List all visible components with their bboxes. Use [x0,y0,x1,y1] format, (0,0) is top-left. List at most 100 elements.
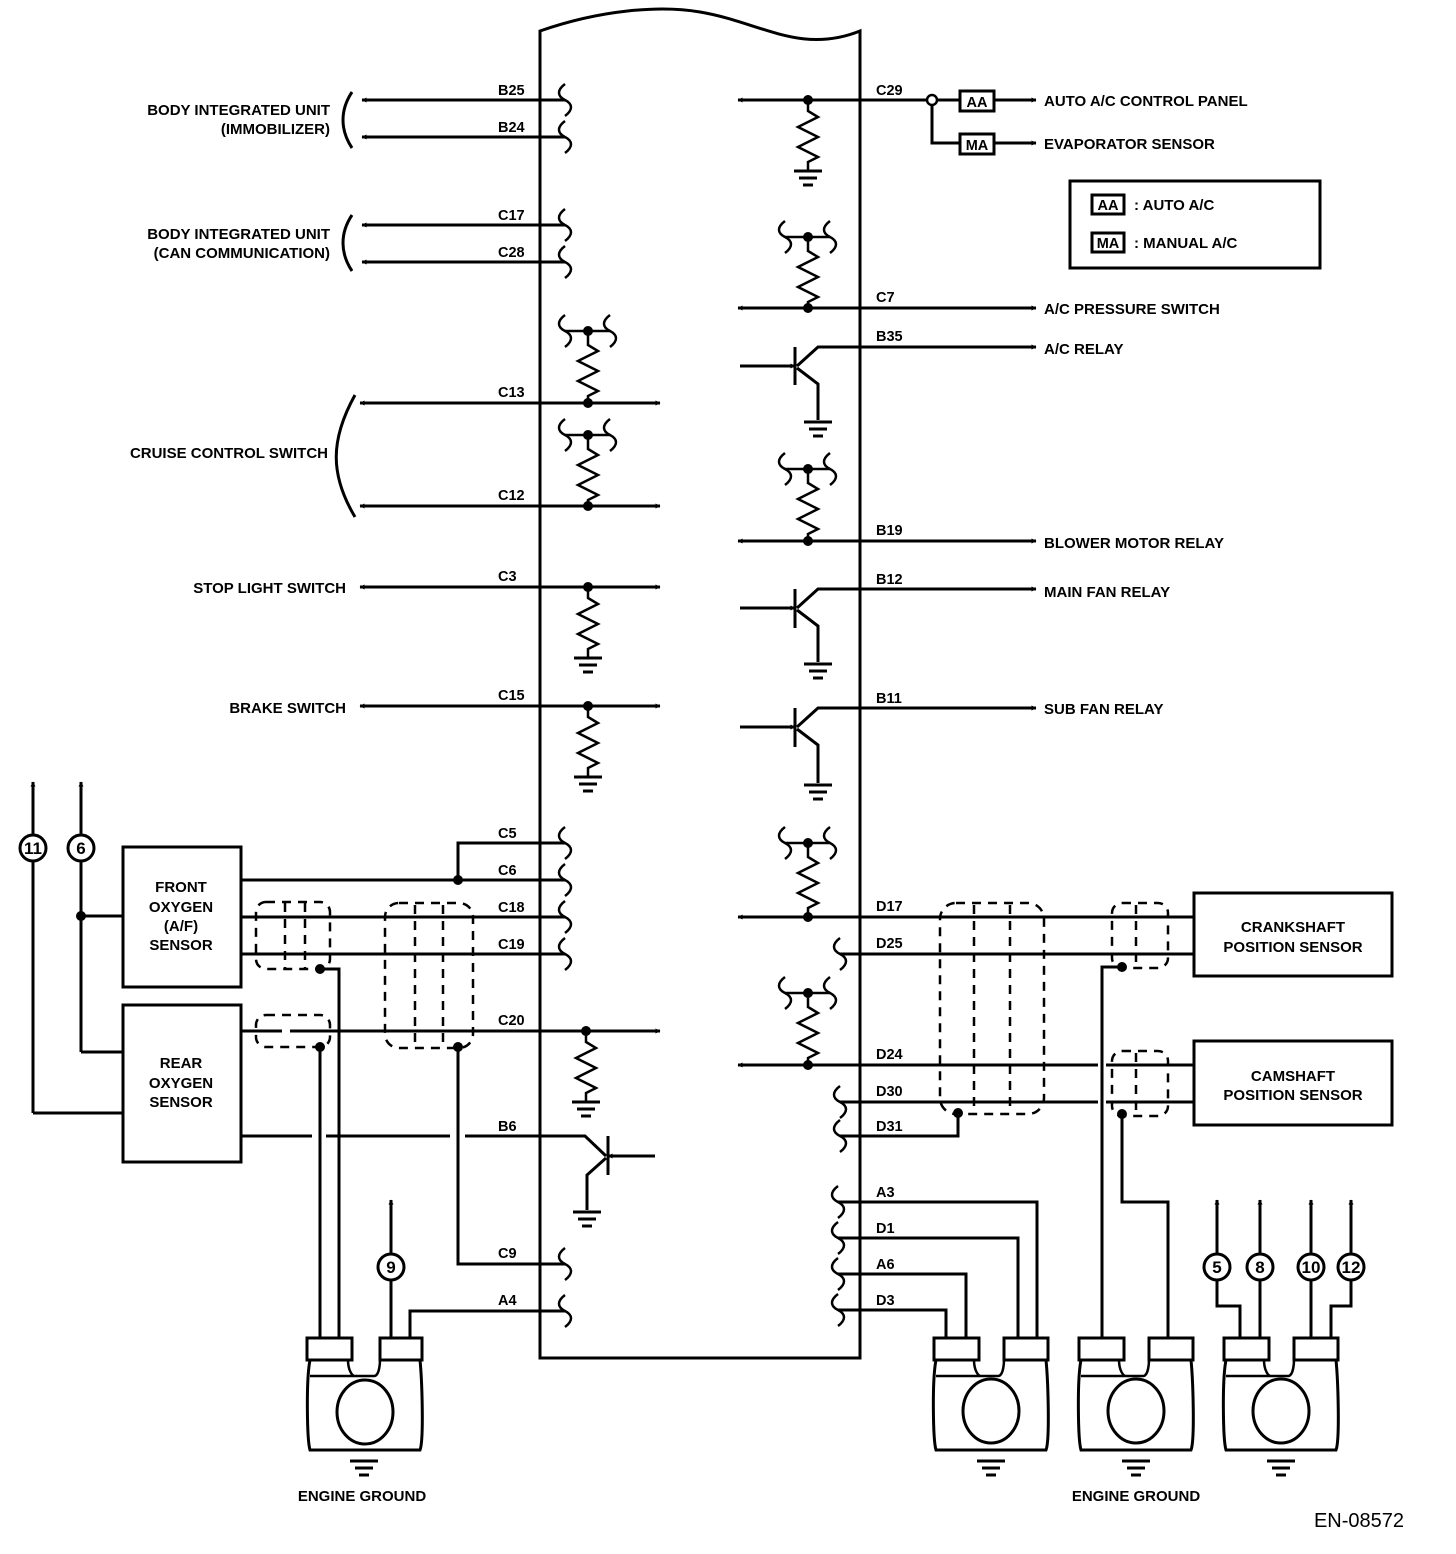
svg-text:POSITION SENSOR: POSITION SENSOR [1223,939,1362,956]
svg-text:C9: C9 [498,1246,517,1262]
resistor-icon [795,469,821,541]
svg-text:EVAPORATOR SENSOR: EVAPORATOR SENSOR [1044,136,1215,153]
label: BRAKE SWITCH [229,700,346,717]
svg-text:B6: B6 [498,1119,517,1135]
pin-label: C28 [498,245,525,261]
svg-text:REAR: REAR [160,1055,203,1072]
ref-11: 11 [18,781,123,1115]
body-integrated-unit-immobilizer: BODY INTEGRATED UNIT (IMMOBILIZER) B25 B… [147,82,573,155]
ground-icon [802,783,834,801]
svg-text:FRONT: FRONT [155,879,207,896]
svg-text:A/C RELAY: A/C RELAY [1044,341,1123,358]
blower-motor-relay-circuit: B19 BLOWER MOTOR RELAY [737,451,1224,552]
svg-text:12: 12 [1342,1258,1361,1277]
svg-text:8: 8 [1255,1258,1264,1277]
resistor-icon [557,313,618,408]
engine-ground-right: ENGINE GROUND [931,1336,1340,1505]
svg-text:MA: MA [1097,236,1120,252]
svg-text:POSITION SENSOR: POSITION SENSOR [1223,1087,1362,1104]
svg-text:5: 5 [1212,1258,1221,1277]
svg-text:C20: C20 [498,1013,525,1029]
transistor-icon [571,1136,655,1228]
refs-right: 5 8 10 12 [1202,1199,1366,1345]
front-oxygen-sensor: FRONT OXYGEN (A/F) SENSOR [121,845,243,989]
svg-text:ENGINE GROUND: ENGINE GROUND [298,1488,427,1505]
pin-label: C3 [498,569,517,585]
svg-text:OXYGEN: OXYGEN [149,1075,213,1092]
svg-text:: AUTO A/C: : AUTO A/C [1134,197,1214,214]
resistor-icon [795,237,821,308]
ground-icon [802,420,834,438]
pin-label: B25 [498,83,525,99]
ground-icon [572,656,604,674]
pin-label: B24 [498,120,525,136]
label: BODY INTEGRATED UNIT [147,226,330,243]
cruise-control-switch: CRUISE CONTROL SWITCH C13 C12 [130,313,661,518]
c29-ac-circuit: C29 AA AUTO A/C CONTROL PANEL MA EVAPORA… [737,83,1248,187]
label: CRUISE CONTROL SWITCH [130,445,328,462]
svg-text:D3: D3 [876,1293,895,1309]
ground-icon [572,775,604,793]
label: (IMMOBILIZER) [221,121,330,138]
resistor-icon [573,1031,599,1101]
sub-fan-relay-circuit: B11 SUB FAN RELAY [740,691,1163,801]
svg-text:A/C PRESSURE SWITCH: A/C PRESSURE SWITCH [1044,301,1220,318]
svg-text:MAIN FAN RELAY: MAIN FAN RELAY [1044,584,1170,601]
pin-label: C17 [498,208,525,224]
svg-text:6: 6 [76,839,85,858]
ref-6: 6 [66,781,123,1054]
svg-text:11: 11 [24,839,42,858]
label: STOP LIGHT SWITCH [193,580,346,597]
ground-icon [348,1459,380,1477]
svg-text:C5: C5 [498,826,517,842]
rear-oxygen-sensor: REAR OXYGEN SENSOR [121,1003,243,1164]
crank-cam-wiring: D17 D25 D24 D30 D31 [737,825,1194,1345]
ecm-body [538,7,862,1360]
ground-pin-wiring: A3 D1 A6 D3 [830,1184,1039,1345]
diagram-id: EN-08572 [1314,1510,1404,1532]
resistor-icon [557,417,618,511]
pin-label: C15 [498,688,525,704]
svg-text:B19: B19 [876,523,903,539]
svg-text:AUTO A/C CONTROL PANEL: AUTO A/C CONTROL PANEL [1044,93,1248,110]
svg-text:C19: C19 [498,937,525,953]
pin-label: C12 [498,488,525,504]
stop-light-switch: STOP LIGHT SWITCH C3 [193,569,661,674]
svg-text:D25: D25 [876,936,903,952]
svg-text:C18: C18 [498,900,525,916]
svg-text:D17: D17 [876,899,903,915]
main-fan-relay-circuit: B12 MAIN FAN RELAY [740,572,1170,680]
ac-relay-circuit: B35 A/C RELAY [740,329,1123,438]
svg-text:C29: C29 [876,83,903,99]
oxygen-sensor-wiring: C5 C6 C18 C19 C20 B6 [241,825,661,1345]
svg-text:SUB FAN RELAY: SUB FAN RELAY [1044,701,1163,718]
body-integrated-unit-can: BODY INTEGRATED UNIT (CAN COMMUNICATION)… [147,207,573,280]
svg-text:9: 9 [386,1258,395,1277]
ac-pressure-switch-circuit: C7 A/C PRESSURE SWITCH [737,219,1220,318]
svg-text:B35: B35 [876,329,903,345]
svg-text:SENSOR: SENSOR [149,937,213,954]
camshaft-position-sensor: CAMSHAFT POSITION SENSOR [1192,1039,1394,1127]
svg-text:BLOWER MOTOR RELAY: BLOWER MOTOR RELAY [1044,535,1224,552]
svg-text:10: 10 [1302,1258,1321,1277]
svg-text:CAMSHAFT: CAMSHAFT [1251,1068,1335,1085]
label: (CAN COMMUNICATION) [154,245,330,262]
resistor-icon [575,706,601,776]
svg-text:(A/F): (A/F) [164,918,198,935]
svg-text:D1: D1 [876,1221,895,1237]
svg-text:CRANKSHAFT: CRANKSHAFT [1241,919,1345,936]
svg-text:D31: D31 [876,1119,903,1135]
svg-text:C7: C7 [876,290,895,306]
ref-9: 9 [376,1199,406,1345]
svg-text:B12: B12 [876,572,903,588]
resistor-icon [795,843,821,917]
svg-text:C6: C6 [498,863,517,879]
svg-text:A3: A3 [876,1185,895,1201]
engine-ground-left: ENGINE GROUND [298,1336,427,1505]
svg-text:SENSOR: SENSOR [149,1094,213,1111]
svg-text:: MANUAL A/C: : MANUAL A/C [1134,235,1237,252]
svg-text:A4: A4 [498,1293,517,1309]
ground-icon [792,169,824,187]
svg-text:AA: AA [967,95,988,111]
